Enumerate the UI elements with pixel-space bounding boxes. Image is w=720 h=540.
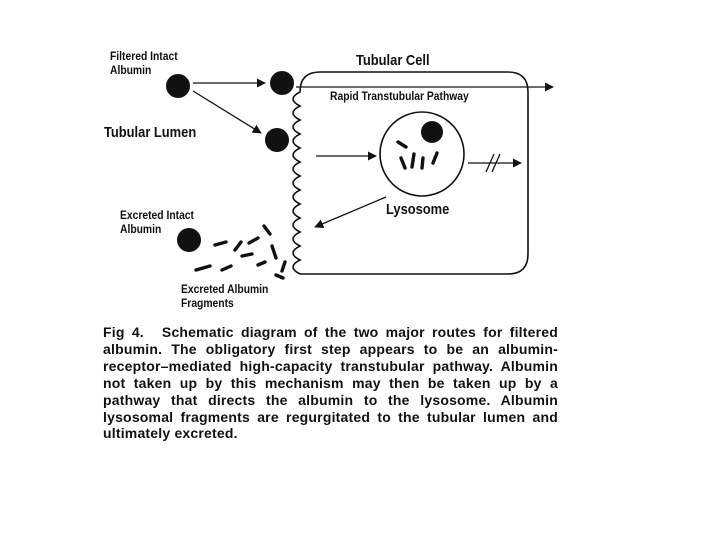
arrow-filtered-to-receptor-lower: [192, 90, 262, 134]
label-filtered-intact-albumin-line2: Albumin: [110, 62, 152, 77]
label-excreted-intact-albumin-line2: Albumin: [120, 221, 162, 236]
label-filtered-intact-albumin-line1: Filtered Intact: [110, 49, 178, 63]
albumin-pathway-diagram: [166, 71, 554, 280]
label-tubular-lumen: Tubular Lumen: [104, 124, 197, 141]
lysosome-organelle: [379, 111, 465, 197]
label-excreted-albumin-fragments: Excreted Albumin Fragments: [181, 282, 269, 311]
bound-albumin-molecule-top: [270, 71, 294, 95]
figure-label: Fig 4.: [103, 324, 144, 340]
label-excreted-albumin-fragments-line2: Fragments: [181, 295, 234, 310]
tubular-cell-outline: [292, 71, 529, 275]
figure-caption-text: Schematic diagram of the two major route…: [103, 324, 558, 442]
arrow-fragments-regurgitated: [314, 196, 387, 229]
excreted-albumin-fragments-marks: [194, 224, 287, 280]
bound-albumin-molecule-lower: [265, 128, 289, 152]
label-excreted-albumin-fragments-line1: Excreted Albumin: [181, 282, 269, 296]
pathway-arrows: [192, 78, 554, 229]
label-tubular-cell: Tubular Cell: [356, 52, 430, 69]
lysosome-albumin-fragments: [396, 140, 439, 170]
label-excreted-intact-albumin: Excreted Intact Albumin: [120, 208, 195, 237]
label-lysosome: Lysosome: [386, 201, 450, 218]
blocked-pathway-slashes: [485, 153, 501, 173]
filtered-albumin-molecule: [166, 74, 190, 98]
label-excreted-intact-albumin-line1: Excreted Intact: [120, 208, 195, 222]
label-rapid-transtubular-pathway: Rapid Transtubular Pathway: [330, 89, 469, 103]
label-filtered-intact-albumin: Filtered Intact Albumin: [110, 49, 178, 78]
figure-caption: Fig 4.Schematic diagram of the two major…: [103, 324, 558, 442]
excreted-intact-albumin-molecule: [177, 228, 201, 252]
lysosome-albumin-molecule: [421, 121, 443, 143]
